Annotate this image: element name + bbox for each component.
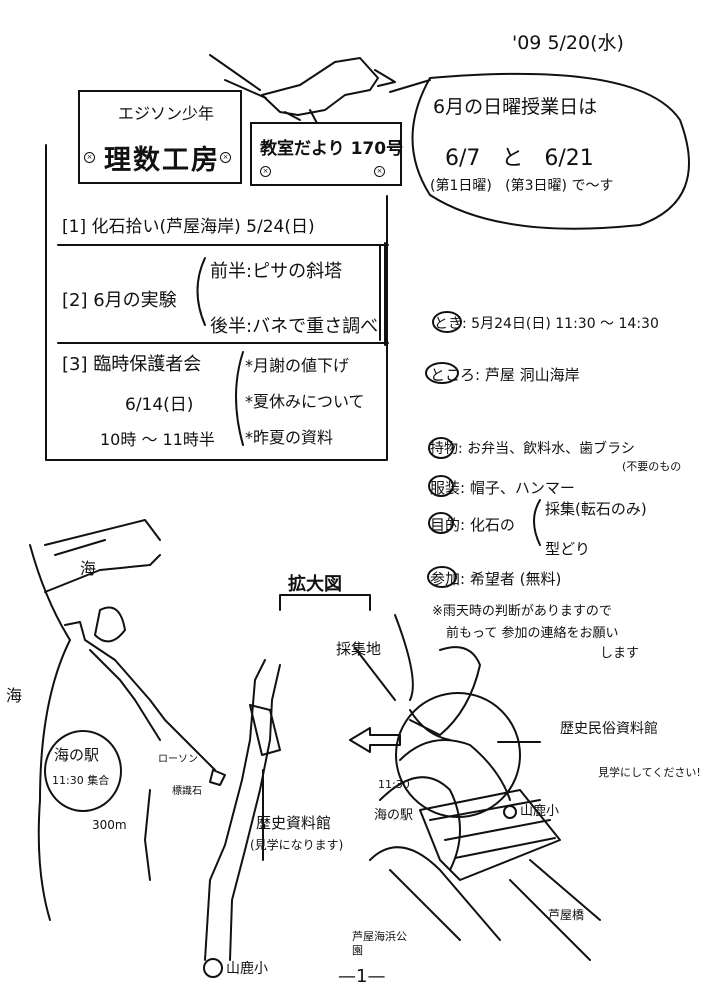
map-museum: 歴史資料館 xyxy=(256,814,332,832)
item-1: [1] 化石拾い(芦屋海岸) 5/24(日) xyxy=(62,217,315,237)
map-lawson: ローソン xyxy=(158,754,198,765)
brand-small: エジソン少年 xyxy=(118,104,215,123)
icon-clothes xyxy=(428,475,454,497)
item-2: [2] 6月の実験 xyxy=(62,290,177,311)
item-3-bullet: *夏休みについて xyxy=(245,392,365,411)
item-2-sub1: 前半:ピサの斜塔 xyxy=(210,261,343,282)
map-meet: 11:30 集合 xyxy=(52,774,110,787)
main-frame xyxy=(45,144,388,461)
item-3-bullet: *昨夏の資料 xyxy=(245,428,334,447)
map-station: 海の駅 xyxy=(54,746,100,764)
map-right-school: 山鹿小 xyxy=(520,804,560,819)
left-map-coast xyxy=(29,544,71,921)
detail-bring: 持物: お弁当、飲料水、歯ブラシ xyxy=(430,441,635,457)
detail-note-2: 前もって 参加の連絡をお願い xyxy=(446,626,619,641)
map-sea-top: 海 xyxy=(80,559,97,578)
detail-note-1: ※雨天時の判断がありますので xyxy=(432,604,612,619)
detail-purpose-2: 型どり xyxy=(545,540,591,558)
map-sea-left: 海 xyxy=(6,686,23,705)
detail-note-3: します xyxy=(600,646,640,661)
map-school: 山鹿小 xyxy=(226,961,268,977)
detail-purpose: 目的: 化石の xyxy=(430,516,515,534)
detail-when: とき: 5月24日(日) 11:30 〜 14:30 xyxy=(434,316,659,332)
arrow-left xyxy=(349,727,401,753)
bird-doodle xyxy=(261,57,379,116)
item-2-sub2: 後半:バネで重さ調べ xyxy=(210,316,379,337)
notice-dates: 6/7 と 6/21 xyxy=(445,146,594,171)
map-folk-museum: 歴史民俗資料館 xyxy=(560,721,658,737)
map-museum-note: (見学になります) xyxy=(250,838,344,852)
icon-bring xyxy=(428,437,454,459)
issue-text: 教室だより 170号 xyxy=(260,139,404,159)
screw-icon: × xyxy=(374,166,385,177)
detail-clothes: 服装: 帽子、ハンマー xyxy=(430,479,575,497)
icon-join xyxy=(427,566,457,588)
detail-bring-note: (不要のもの xyxy=(622,460,682,473)
icon-purpose xyxy=(428,512,454,534)
item-3: [3] 臨時保護者会 xyxy=(62,354,202,375)
brand-sign: エジソン少年 理数工房 × × xyxy=(78,90,242,184)
notice-bubble xyxy=(411,72,690,230)
notice-sub: (第1日曜) (第3日曜) で〜す xyxy=(430,178,614,194)
map-park: 芦屋海浜公園 xyxy=(352,930,407,957)
date-text: '09 5/20(水) xyxy=(512,32,624,54)
detail-where: ところ: 芦屋 洞山海岸 xyxy=(430,366,580,384)
map-distance: 300m xyxy=(92,818,127,832)
item-3-date: 6/14(日) xyxy=(125,395,194,415)
icon-when xyxy=(432,311,462,333)
screw-icon: × xyxy=(84,152,95,163)
map-time: 11:30 xyxy=(378,778,410,791)
magnified-area xyxy=(395,692,521,818)
item-3-bullet: *月謝の値下げ xyxy=(245,356,350,375)
icon-where xyxy=(425,362,459,384)
map-right-station: 海の駅 xyxy=(374,808,414,823)
map-marker: 標識石 xyxy=(172,786,202,797)
screw-icon: × xyxy=(260,166,271,177)
item-3-time: 10時 〜 11時半 xyxy=(100,430,215,449)
issue-sign: 教室だより 170号 × × xyxy=(250,122,404,186)
brand-large: 理数工房 xyxy=(104,145,220,176)
detail-purpose-1: 採集(転石のみ) xyxy=(545,500,647,518)
notice-line1: 6月の日曜授業日は xyxy=(433,96,598,118)
map-bridge: 芦屋橋 xyxy=(548,908,585,922)
map-collect: 採集地 xyxy=(336,640,382,658)
map-enlarged-title: 拡大図 xyxy=(288,574,342,595)
detail-join: 参加: 希望者 (無料) xyxy=(430,570,562,588)
screw-icon: × xyxy=(220,152,231,163)
meeting-point xyxy=(44,730,122,812)
map-visit-note: 見学にしてください! xyxy=(598,766,701,779)
page-number: —1— xyxy=(338,966,386,987)
